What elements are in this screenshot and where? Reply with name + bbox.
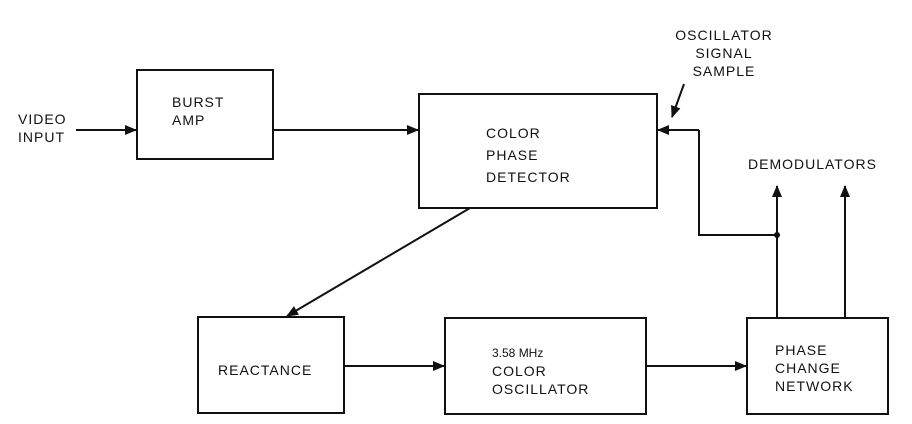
demodulators-label: DEMODULATORS [748, 156, 877, 172]
color-phase-detector-block [418, 93, 658, 209]
phase-change-network-block [746, 317, 889, 415]
feedback-line [698, 130, 777, 236]
phase-change-network-label: PHASE CHANGE NETWORK [775, 342, 854, 394]
detector-to-reactance-arrow [286, 207, 471, 317]
burst-amp-label: BURST AMP [172, 94, 225, 128]
oscillator-signal-sample-label: OSCILLATOR SIGNAL SAMPLE [675, 27, 773, 79]
color-oscillator-label: 3.58 MHz COLOR OSCILLATOR [492, 346, 590, 397]
color-phase-detector-label: COLOR PHASE DETECTOR [486, 125, 571, 185]
burst-amp-block [136, 69, 274, 160]
reactance-label: REACTANCE [218, 362, 313, 378]
sample-pointer-arrow [671, 83, 685, 118]
video-input-label: VIDEO INPUT [18, 111, 67, 145]
junction-dot [774, 232, 780, 238]
